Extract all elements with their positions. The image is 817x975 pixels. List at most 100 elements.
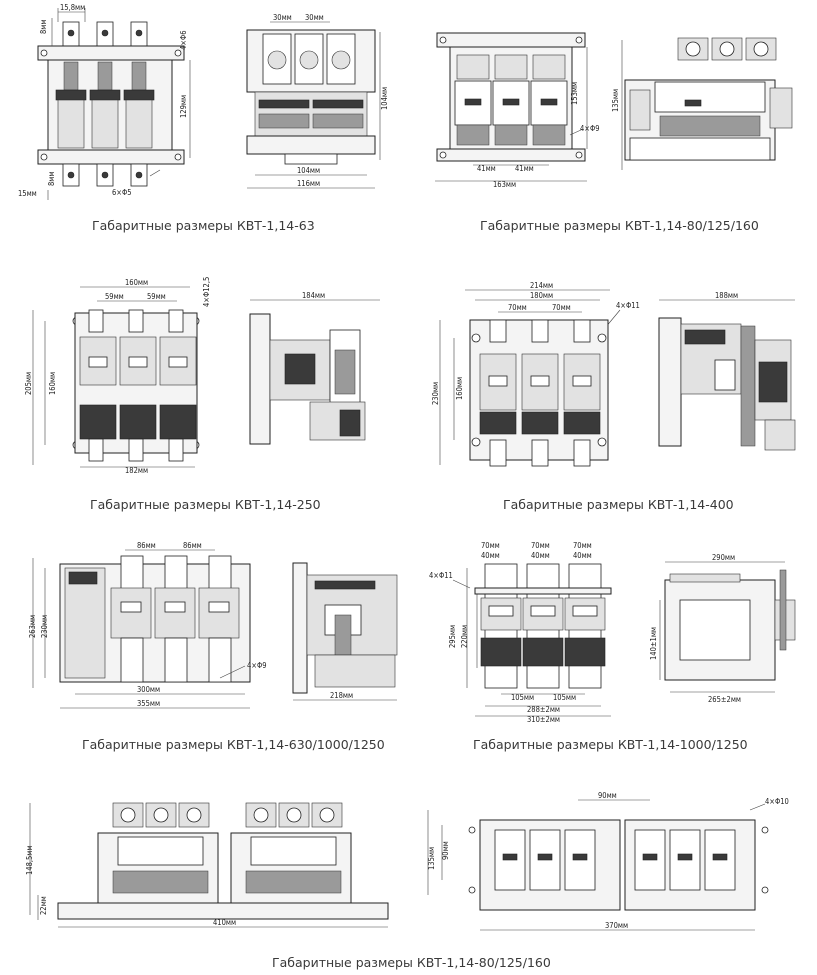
- dim-1000-w3b: 40мм: [573, 551, 592, 560]
- dim-1000-w1b: 40мм: [481, 551, 500, 560]
- dim-63s-w1: 30мм: [273, 13, 292, 22]
- dim-80d-w1: 410мм: [213, 918, 236, 927]
- dim-63-h2: 129мм: [179, 95, 188, 118]
- dim-630-h1: 263мм: [28, 615, 37, 638]
- dim-400-h1: 230мм: [431, 382, 440, 405]
- dim-400s-w1: 188мм: [715, 291, 738, 300]
- dim-630-h2: 230мм: [40, 615, 49, 638]
- dim-80-w3: 163мм: [493, 180, 516, 189]
- dim-630-w2: 86мм: [183, 541, 202, 550]
- kvt-63-top-terminals: [62, 21, 148, 47]
- dim-63-w1: 15,8мм: [60, 3, 85, 12]
- caption-kvt-250: Габаритные размеры КВТ-1,14-250: [90, 497, 321, 512]
- drawing-kvt-400-front: 214мм 180мм 70мм 70мм 4×Φ11 230мм 160мм: [430, 280, 640, 480]
- dim-250-w4: 182мм: [125, 466, 148, 475]
- dim-1000-h2: 220мм: [460, 625, 469, 648]
- drawing-kvt-80-side: 135мм: [610, 30, 815, 175]
- dim-400-hole: 4×Φ11: [616, 301, 640, 310]
- kvt-63-side-contacts: [258, 99, 364, 129]
- dim-250s-w1: 184мм: [302, 291, 325, 300]
- dim-1000-hole: 4×Φ11: [429, 571, 453, 580]
- dim-63s-w2: 30мм: [305, 13, 324, 22]
- caption-kvt-80-dual: Габаритные размеры КВТ-1,14-80/125/160: [272, 955, 551, 970]
- dim-250-w1: 160мм: [125, 278, 148, 287]
- caption-kvt-400: Габаритные размеры КВТ-1,14-400: [503, 497, 734, 512]
- dim-80d-h2: 22мм: [39, 896, 48, 915]
- dim-630s-w1: 218мм: [330, 691, 353, 700]
- dim-1000-h1: 295мм: [448, 625, 457, 648]
- kvt-80-dual-plan-left: [479, 819, 621, 911]
- drawing-kvt-630-side: 218мм: [285, 555, 410, 715]
- dim-1000-w7: 310±2мм: [527, 715, 560, 724]
- dim-250-h1: 205мм: [24, 372, 33, 395]
- caption-kvt-630: Габаритные размеры КВТ-1,14-630/1000/125…: [82, 737, 385, 752]
- dim-63-hole2: 6×Φ5: [112, 188, 132, 197]
- dim-1000-w3: 70мм: [573, 541, 592, 550]
- dim-630-w3: 300мм: [137, 685, 160, 694]
- dim-1000-w1: 70мм: [481, 541, 500, 550]
- dim-80p-w1: 90мм: [598, 791, 617, 800]
- drawing-kvt-80-dual-side: 148,5мм 22мм 410мм: [18, 795, 418, 940]
- dim-1000-w2b: 40мм: [531, 551, 550, 560]
- dim-1000-w4: 105мм: [511, 693, 534, 702]
- kvt-250-poles: [79, 309, 197, 462]
- kvt-63-springs: [55, 61, 155, 149]
- dim-63-hole: 4×Φ6: [179, 30, 188, 50]
- dim-80-h1: 153мм: [570, 82, 579, 105]
- kvt-80-dual-plan-right: [624, 819, 756, 911]
- dim-250-w2: 59мм: [105, 292, 124, 301]
- drawing-kvt-1000-side: 290мм 140±1мм 265±2мм: [640, 550, 815, 715]
- dim-80s-h1: 135мм: [611, 89, 620, 112]
- dim-1000-w2: 70мм: [531, 541, 550, 550]
- drawing-kvt-80-dual-plan: 90мм 4×Φ10 135мм 90мм 370мм: [420, 790, 815, 940]
- drawing-kvt-63-side: 30мм 30мм 104мм 104мм 116мм: [225, 10, 400, 195]
- caption-kvt-80: Габаритные размеры КВТ-1,14-80/125/160: [480, 218, 759, 233]
- dim-400-w4: 70мм: [552, 303, 571, 312]
- dim-400-h2: 160мм: [455, 377, 464, 400]
- dim-63s-h1: 104мм: [380, 87, 389, 110]
- drawing-kvt-250-side: 184мм: [240, 290, 390, 460]
- dim-63s-w4: 116мм: [297, 179, 320, 188]
- dim-80-w1: 41мм: [477, 164, 496, 173]
- kvt-400-poles: [479, 319, 601, 467]
- dim-400-w1: 214мм: [530, 281, 553, 290]
- drawing-kvt-80-front: 153мм 4×Φ9 41мм 41мм 163мм: [425, 25, 615, 195]
- dim-250-w3: 59мм: [147, 292, 166, 301]
- dim-1000-w6: 288±2мм: [527, 705, 560, 714]
- drawing-kvt-1000-front: 70мм 40мм 70мм 40мм 70мм 40мм 4×Φ11 295м…: [425, 538, 625, 728]
- dim-630-w1: 86мм: [137, 541, 156, 550]
- dim-630-w4: 355мм: [137, 699, 160, 708]
- drawing-kvt-63-front: 15,8мм 8мм 4×Φ6 129мм 8мм 15мм 6×Φ5: [0, 0, 200, 215]
- dim-80p-hole: 4×Φ10: [765, 797, 789, 806]
- dim-80p-h2: 90мм: [441, 841, 450, 860]
- dim-630-hole: 4×Φ9: [247, 661, 267, 670]
- dim-400-w3: 70мм: [508, 303, 527, 312]
- drawing-kvt-250-front: 160мм 59мм 59мм 4×Φ12,5 205мм 160мм 182м…: [24, 265, 225, 480]
- dim-1000s-w1: 290мм: [712, 553, 735, 562]
- dim-80p-w2: 370мм: [605, 921, 628, 930]
- dim-80p-h1: 135мм: [427, 847, 436, 870]
- caption-kvt-1000: Габаритные размеры КВТ-1,14-1000/1250: [473, 737, 748, 752]
- kvt-630-poles: [110, 555, 240, 683]
- dim-80d-h1: 148,5мм: [25, 846, 34, 876]
- kvt-1000-poles: [480, 563, 606, 689]
- dim-80-hole: 4×Φ9: [580, 124, 600, 133]
- kvt-63-side-arc-chutes: [262, 33, 356, 85]
- dim-63s-w3: 104мм: [297, 166, 320, 175]
- drawing-kvt-630-front: 86мм 86мм 263мм 230мм 4×Φ9 300мм 355мм: [25, 538, 280, 718]
- dim-1000s-w2: 265±2мм: [708, 695, 741, 704]
- dim-63-w2: 15мм: [18, 189, 37, 198]
- kvt-80-poles: [454, 54, 568, 146]
- kvt-80-dual-unit-left: [97, 802, 219, 904]
- dim-250-h2: 160мм: [48, 372, 57, 395]
- dim-63-h3: 8мм: [47, 172, 56, 186]
- kvt-80-side-top-terminals: [677, 37, 777, 61]
- dim-80-w2: 41мм: [515, 164, 534, 173]
- dim-250-hole: 4×Φ12,5: [202, 277, 211, 307]
- dim-1000s-h1: 140±1мм: [649, 627, 658, 660]
- dim-1000-w5: 105мм: [553, 693, 576, 702]
- caption-kvt-63: Габаритные размеры КВТ-1,14-63: [92, 218, 315, 233]
- kvt-80-dual-unit-right: [230, 802, 352, 904]
- dim-400-w2: 180мм: [530, 291, 553, 300]
- dim-63-h1: 8мм: [39, 20, 48, 34]
